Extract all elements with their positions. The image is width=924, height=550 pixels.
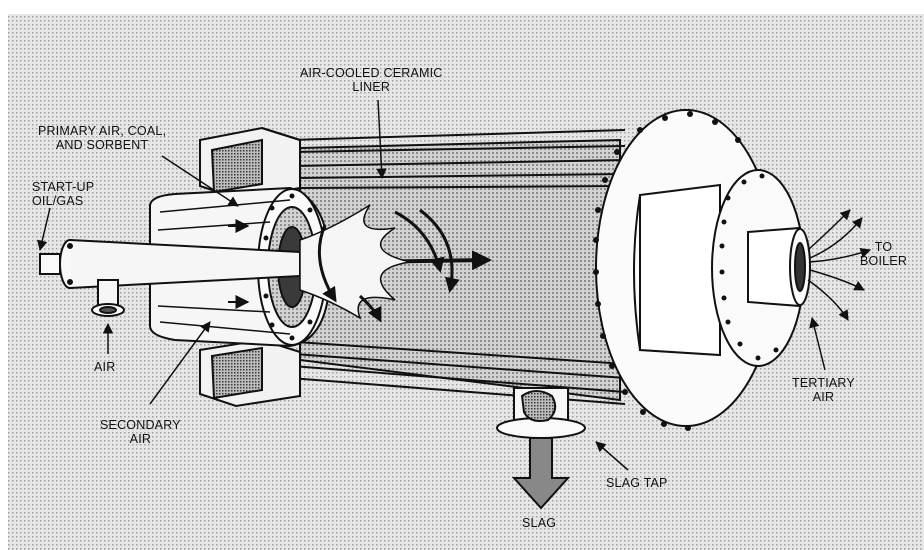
leader-lines	[37, 99, 826, 471]
label-primary-air-coal-sorbent: PRIMARY AIR, COAL, AND SORBENT	[38, 124, 166, 152]
label-startup-oil-gas: START-UP OIL/GAS	[32, 180, 94, 208]
label-air-cooled-ceramic-liner: AIR-COOLED CERAMIC LINER	[300, 66, 443, 94]
label-boiler-line-1: TO	[874, 240, 893, 254]
outlet-flange	[711, 169, 811, 367]
label-liner-line-2: LINER	[352, 80, 391, 94]
label-boiler-line-2: BOILER	[860, 254, 908, 268]
label-slag-tap: SLAG TAP	[606, 476, 668, 490]
lower-liner-housing	[199, 338, 301, 408]
end-flange-bolts	[593, 111, 741, 431]
label-primary-line-1: PRIMARY AIR, COAL,	[38, 124, 167, 138]
label-tertiary-air: TERTIARY AIR	[792, 376, 855, 404]
label-startup-line-1: START-UP	[32, 180, 95, 194]
upper-liner-housing	[199, 126, 301, 200]
slag-outflow-arrow	[511, 437, 571, 510]
slag-tap	[496, 387, 586, 510]
label-slag-text: SLAG	[522, 516, 557, 530]
label-startup-line-2: OIL/GAS	[32, 194, 84, 208]
label-air: AIR	[94, 360, 115, 374]
label-secondary-line-1: SECONDARY	[100, 418, 181, 432]
label-to-boiler: TO BOILER	[860, 240, 907, 268]
outlet-flange-bolts	[719, 173, 779, 361]
label-slag-tap-text: SLAG TAP	[606, 476, 668, 490]
combustion-chamber	[289, 129, 626, 405]
label-slag: SLAG	[522, 516, 556, 530]
label-primary-line-2: AND SORBENT	[55, 138, 149, 152]
label-secondary-air: SECONDARY AIR	[100, 418, 181, 446]
air-inlet	[91, 279, 125, 317]
exhaust-plume	[807, 209, 871, 321]
swirl-arrows	[317, 208, 460, 323]
label-tertiary-line-1: TERTIARY	[792, 376, 855, 390]
label-air-text: AIR	[94, 360, 116, 374]
label-tertiary-line-2: AIR	[812, 390, 835, 404]
label-liner-line-1: AIR-COOLED CERAMIC	[300, 66, 443, 80]
label-secondary-line-2: AIR	[129, 432, 152, 446]
